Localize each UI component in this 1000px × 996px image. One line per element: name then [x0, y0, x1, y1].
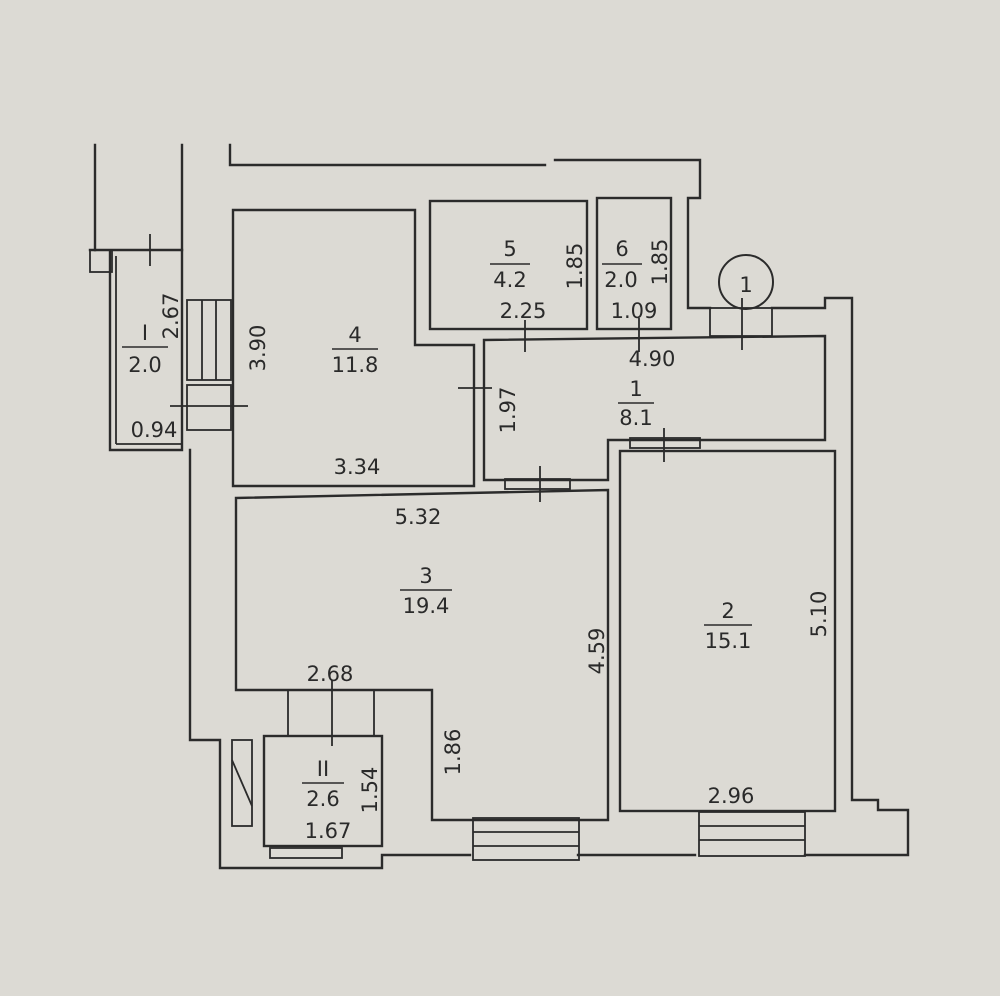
room-area: 4.2: [493, 268, 526, 292]
room-area: 2.6: [306, 787, 339, 811]
room-label-2: 2 15.1: [704, 599, 752, 653]
dim-hall-height: 1.97: [496, 387, 520, 434]
room-number: II: [317, 757, 329, 781]
room-area: 11.8: [332, 353, 379, 377]
room-area: 2.0: [128, 353, 161, 377]
room-5-walls: [428, 199, 589, 331]
window-3: [472, 817, 580, 861]
room-label-I: I 2.0: [122, 321, 168, 377]
room-area: 19.4: [403, 594, 450, 618]
vent-shaft: [231, 739, 253, 827]
room-number: 6: [615, 237, 628, 261]
dim-room3-height: 4.59: [585, 628, 609, 675]
dim-room3-lower-height: 1.86: [441, 729, 465, 776]
room-6-walls: [595, 196, 673, 331]
dim-balcony-length: 2.67: [159, 293, 183, 340]
room-number: I: [142, 321, 148, 345]
dim-hall-width: 4.90: [629, 347, 676, 371]
room-number: 3: [419, 564, 432, 588]
dim-room3-width: 5.32: [395, 505, 442, 529]
room-number: 4: [348, 323, 361, 347]
room-area: 15.1: [705, 629, 752, 653]
dim-room5-height: 1.85: [563, 243, 587, 290]
room-label-6: 6 2.0: [602, 237, 642, 292]
room-1-walls: [482, 334, 827, 482]
room-label-II: II 2.6: [302, 757, 344, 811]
dim-room3-lower-width: 2.68: [307, 662, 354, 686]
dim-room2-height: 5.10: [807, 591, 831, 638]
room-number: 1: [629, 377, 642, 401]
room-2-walls: [618, 449, 837, 813]
dim-room6-height: 1.85: [648, 239, 672, 286]
dim-room4-height: 3.90: [246, 325, 270, 372]
room-area: 8.1: [619, 406, 652, 430]
dim-balcony-depth: 0.94: [131, 418, 178, 442]
section-marker: 1: [718, 254, 774, 310]
section-marker-label: 1: [739, 273, 752, 297]
dim-loggia2-height: 1.54: [358, 767, 382, 814]
room-area: 2.0: [604, 268, 637, 292]
outer-walls: [93, 143, 910, 870]
room-number: 5: [503, 237, 516, 261]
room-label-4: 4 11.8: [332, 323, 379, 377]
dim-room2-width: 2.96: [708, 784, 755, 808]
dim-loggia2-width: 1.67: [305, 819, 352, 843]
room-label-1: 1 8.1: [618, 377, 654, 430]
room-II-walls: [262, 734, 384, 848]
room-label-3: 3 19.4: [400, 564, 452, 618]
dim-room5-width: 2.25: [500, 299, 547, 323]
room-4-walls: [231, 208, 476, 488]
balcony-I: [88, 234, 248, 452]
room-3-walls: [234, 488, 610, 822]
dim-room6-width: 1.09: [611, 299, 658, 323]
room-number: 2: [721, 599, 734, 623]
room-label-5: 5 4.2: [490, 237, 530, 292]
window-2: [698, 811, 806, 857]
dim-room4-width: 3.34: [334, 455, 381, 479]
